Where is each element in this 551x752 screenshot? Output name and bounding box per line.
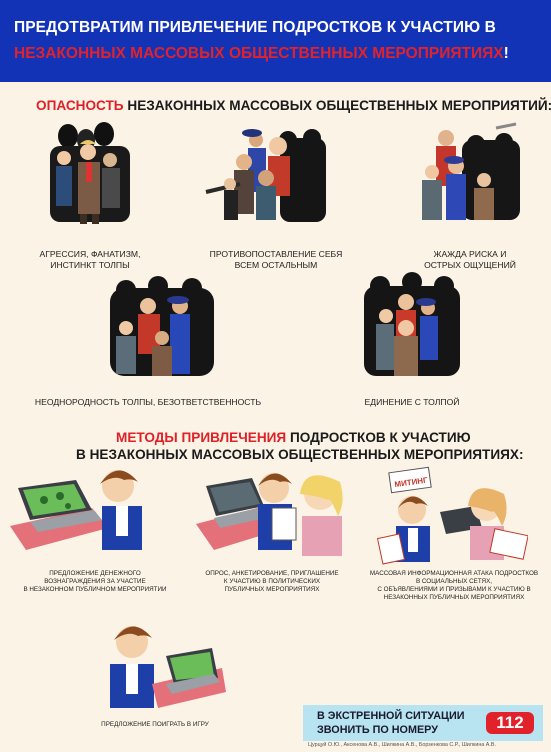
crowd-unity-illustration <box>364 272 460 376</box>
danger-heading: ОПАСНОСТЬ НЕЗАКОННЫХ МАССОВЫХ ОБЩЕСТВЕНН… <box>36 98 551 113</box>
method-caption-money: ПРЕДЛОЖЕНИЕ ДЕНЕЖНОГО ВОЗНАГРАЖДЕНИЯ ЗА … <box>23 570 167 593</box>
danger-caption-thrill: ЖАЖДА РИСКА И ОСТРЫХ ОЩУЩЕНИЙ <box>424 249 516 270</box>
crowd-heterogeneous-illustration <box>110 276 214 376</box>
emergency-number-badge: 112 <box>486 712 534 734</box>
info-attack-illustration: МИТИНГ <box>376 466 528 565</box>
danger-heading-rest: НЕЗАКОННЫХ МАССОВЫХ ОБЩЕСТВЕННЫХ МЕРОПРИ… <box>123 98 551 113</box>
banner-line-2-red: НЕЗАКОННЫХ МАССОВЫХ ОБЩЕСТВЕННЫХ МЕРОПРИ… <box>14 45 504 62</box>
emergency-line-2: ЗВОНИТЬ ПО НОМЕРУ <box>317 724 438 736</box>
emergency-line-1: В ЭКСТРЕННОЙ СИТУАЦИИ <box>317 710 465 722</box>
crowd-opposition-illustration <box>205 129 326 222</box>
danger-heading-accent: ОПАСНОСТЬ <box>36 98 124 113</box>
method-caption-game: ПРЕДЛОЖЕНИЕ ПОИГРАТЬ В ИГРУ <box>101 721 209 728</box>
danger-caption-unity: ЕДИНЕНИЕ С ТОЛПОЙ <box>364 397 460 407</box>
danger-caption-aggression: АГРЕССИЯ, ФАНАТИЗМ, ИНСТИНКТ ТОЛПЫ <box>39 249 141 270</box>
authors-credit: Цурцуй О.Ю., Аксенова А.В., Шилкина А.В.… <box>308 742 496 748</box>
emergency-box: В ЭКСТРЕННОЙ СИТУАЦИИ ЗВОНИТЬ ПО НОМЕРУ … <box>303 705 543 741</box>
method-caption-info-attack: МАССОВАЯ ИНФОРМАЦИОННАЯ АТАКА ПОДРОСТКОВ… <box>369 570 539 601</box>
danger-caption-opposition: ПРОТИВОПОСТАВЛЕНИЕ СЕБЯ ВСЕМ ОСТАЛЬНЫМ <box>209 249 343 270</box>
method-caption-survey: ОПРОС, АНКЕТИРОВАНИЕ, ПРИГЛАШЕНИЕ К УЧАС… <box>205 570 339 593</box>
methods-heading-line-2: В НЕЗАКОННЫХ МАССОВЫХ ОБЩЕСТВЕННЫХ МЕРОП… <box>76 447 524 462</box>
danger-caption-heterogeneous: НЕОДНОРОДНОСТЬ ТОЛПЫ, БЕЗОТВЕТСТВЕННОСТЬ <box>34 397 262 407</box>
money-offer-illustration <box>10 470 142 550</box>
banner-line-2: НЕЗАКОННЫХ МАССОВЫХ ОБЩЕСТВЕННЫХ МЕРОПРИ… <box>14 45 551 63</box>
banner-line-1: ПРЕДОТВРАТИМ ПРИВЛЕЧЕНИЕ ПОДРОСТКОВ К УЧ… <box>14 19 496 36</box>
banner-line-2-tail: ! <box>503 45 509 62</box>
methods-heading-line-1: МЕТОДЫ ПРИВЛЕЧЕНИЯ ПОДРОСТКОВ К УЧАСТИЮ <box>116 430 471 445</box>
methods-heading-rest: ПОДРОСТКОВ К УЧАСТИЮ <box>286 430 471 445</box>
header-banner: ПРЕДОТВРАТИМ ПРИВЛЕЧЕНИЕ ПОДРОСТКОВ К УЧ… <box>0 0 551 82</box>
crowd-aggression-illustration <box>50 122 130 224</box>
methods-heading-accent: МЕТОДЫ ПРИВЛЕЧЕНИЯ <box>116 430 287 445</box>
game-offer-illustration <box>110 626 226 708</box>
crowd-thrill-illustration <box>422 122 520 220</box>
survey-illustration <box>196 473 343 556</box>
